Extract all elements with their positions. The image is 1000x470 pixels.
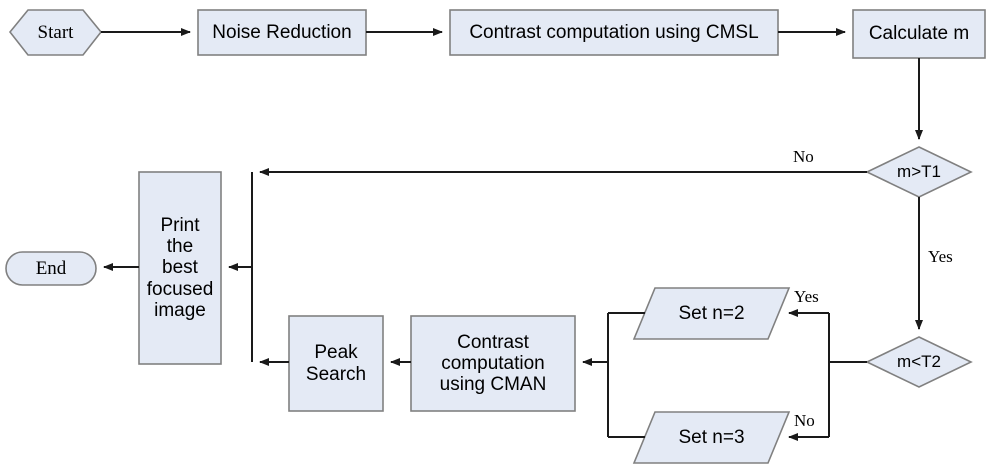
shape-set-n3[interactable]	[632, 411, 791, 464]
node-peak-search[interactable]	[289, 316, 383, 411]
shape-decision-m-lt-t2[interactable]	[865, 336, 973, 388]
shape-contrast-cman[interactable]	[410, 315, 576, 412]
node-end[interactable]	[6, 252, 96, 285]
node-calculate-m[interactable]	[853, 10, 985, 58]
node-decision-m-gt-t1[interactable]	[867, 147, 971, 197]
node-start[interactable]	[10, 10, 101, 55]
node-set-n3[interactable]	[634, 412, 789, 463]
shape-start[interactable]	[8, 9, 103, 56]
shape-calculate-m[interactable]	[852, 9, 986, 59]
node-contrast-cman[interactable]	[411, 316, 575, 411]
node-set-n2[interactable]	[634, 288, 789, 339]
shape-print-best-focused-image[interactable]	[138, 171, 222, 365]
shape-contrast-cmsl[interactable]	[449, 9, 779, 56]
node-decision-m-lt-t2[interactable]	[867, 337, 971, 387]
node-contrast-cmsl[interactable]	[450, 10, 778, 55]
shape-set-n2[interactable]	[632, 287, 791, 340]
shape-peak-search[interactable]	[288, 315, 384, 412]
node-noise-reduction[interactable]	[198, 10, 366, 55]
node-print-best-focused-image[interactable]	[139, 172, 221, 364]
shape-end[interactable]	[5, 251, 97, 286]
